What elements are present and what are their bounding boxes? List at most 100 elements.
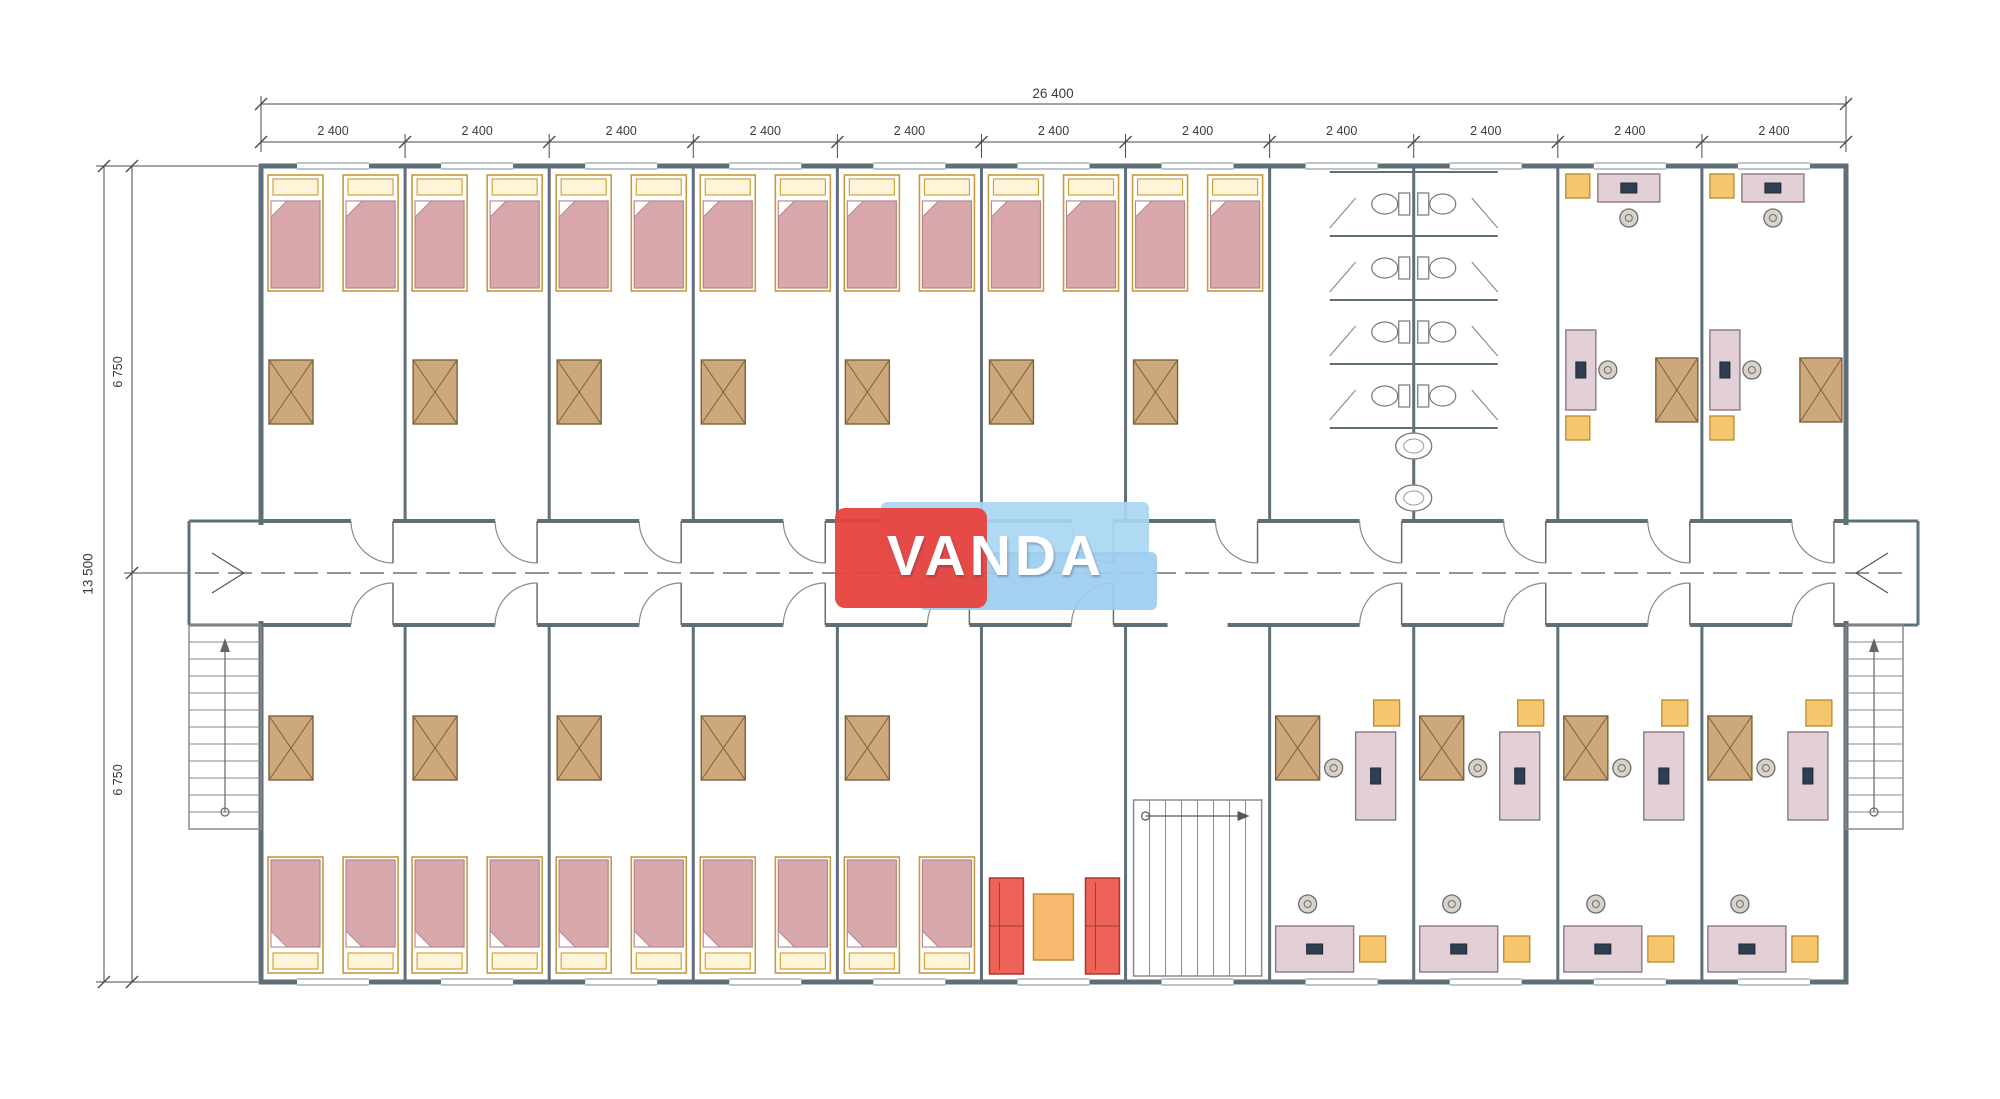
toilet-bowl xyxy=(1429,321,1457,343)
bed-blanket xyxy=(414,859,465,948)
door-arc xyxy=(350,582,394,626)
door-gap xyxy=(1503,517,1546,525)
cabinet xyxy=(1661,699,1689,727)
door-gap xyxy=(639,621,682,629)
window-gap xyxy=(1593,977,1666,987)
bed-fold xyxy=(702,200,721,219)
door-arc xyxy=(350,520,394,564)
chair-seat xyxy=(1617,764,1626,772)
bed-pillow xyxy=(272,952,319,970)
watermark-red-block xyxy=(835,508,987,608)
stall-door xyxy=(1471,389,1499,421)
toilet-tank xyxy=(1417,384,1430,408)
window-gap xyxy=(1305,161,1378,171)
window-gap xyxy=(1737,161,1810,171)
sink-basin xyxy=(1403,438,1425,454)
chair-seat xyxy=(1329,764,1338,772)
bed-blanket xyxy=(846,859,897,948)
cabinet xyxy=(1565,415,1591,441)
bed-blanket xyxy=(414,200,465,289)
chair-seat xyxy=(1768,214,1777,222)
door-arc xyxy=(1791,520,1834,564)
door-gap xyxy=(495,517,538,525)
bed-fold xyxy=(633,929,652,948)
window-gap xyxy=(1449,161,1522,171)
bed-blanket xyxy=(921,200,973,289)
door-arc xyxy=(494,520,538,564)
bed-fold xyxy=(846,200,865,219)
bay-dimension-label: 2 400 xyxy=(749,124,781,138)
vanda-watermark: VANDA xyxy=(835,500,1157,612)
door-arc xyxy=(1214,520,1258,564)
dimension-top-room-depth: 6 750 xyxy=(111,356,125,388)
bed-fold xyxy=(270,200,289,219)
bed-blanket xyxy=(1065,200,1117,289)
wardrobe-x xyxy=(1133,359,1178,425)
stair-arrow-head xyxy=(220,638,230,652)
desk xyxy=(1274,925,1355,973)
wardrobe-x xyxy=(1707,715,1753,781)
bed-fold xyxy=(990,200,1009,219)
window-gap xyxy=(441,161,514,171)
bed-fold xyxy=(921,929,940,948)
bed-fold xyxy=(345,200,364,219)
chair xyxy=(1619,208,1639,228)
wardrobe-x xyxy=(412,359,458,425)
stair-arrow-head xyxy=(1869,638,1879,652)
wardrobe-x xyxy=(700,715,746,781)
bed-fold xyxy=(345,929,364,948)
cabinet xyxy=(1709,173,1735,199)
bed-pillow xyxy=(635,952,682,970)
door-arc xyxy=(1359,520,1402,564)
bed-fold xyxy=(1210,200,1228,219)
bay-dimension-label: 2 400 xyxy=(605,124,637,138)
bay-dimension-label: 2 400 xyxy=(1181,124,1214,138)
window-gap xyxy=(729,161,802,171)
bed-blanket xyxy=(702,200,753,289)
bed-fold xyxy=(489,929,508,948)
chair xyxy=(1598,360,1618,380)
bay-dimension-label: 2 400 xyxy=(1470,124,1502,138)
computer xyxy=(1514,767,1526,785)
toilet-bowl xyxy=(1371,257,1399,279)
cabinet xyxy=(1791,935,1819,963)
window-gap xyxy=(1449,977,1522,987)
door-arc xyxy=(494,582,538,626)
cabinet xyxy=(1805,699,1833,727)
stall-door xyxy=(1471,261,1499,293)
bed-pillow xyxy=(704,178,751,196)
cabinet xyxy=(1358,935,1387,963)
toilet-tank xyxy=(1417,256,1430,280)
bed-blanket xyxy=(777,859,828,948)
bed-fold xyxy=(633,200,652,219)
stair-arrow-start xyxy=(220,807,230,817)
bed-blanket xyxy=(921,859,973,948)
bed-pillow xyxy=(1136,178,1184,196)
watermark-text: VANDA xyxy=(886,524,1106,588)
stall-door xyxy=(1329,261,1357,293)
computer xyxy=(1594,943,1612,955)
door-gap xyxy=(1647,621,1690,629)
computer xyxy=(1764,182,1782,194)
cabinet xyxy=(1709,415,1735,441)
dimension-total-width: 26 400 xyxy=(1032,86,1074,101)
bed-pillow xyxy=(416,178,463,196)
bed-blanket xyxy=(1210,200,1261,289)
bed-pillow xyxy=(347,178,394,196)
window-gap xyxy=(1161,977,1234,987)
bed-fold xyxy=(414,929,433,948)
bed-blanket xyxy=(489,859,540,948)
computer xyxy=(1658,767,1670,785)
bed-pillow xyxy=(779,178,826,196)
toilet-tank xyxy=(1398,320,1411,344)
bed-fold xyxy=(777,929,796,948)
toilet-tank xyxy=(1417,320,1430,344)
computer xyxy=(1738,943,1756,955)
bed-pillow xyxy=(1212,178,1259,196)
chair xyxy=(1612,758,1632,778)
chair-seat xyxy=(1747,366,1756,374)
toilet-bowl xyxy=(1371,385,1399,407)
bed-pillow xyxy=(848,952,895,970)
bed-pillow xyxy=(560,178,607,196)
bed-blanket xyxy=(702,859,753,948)
